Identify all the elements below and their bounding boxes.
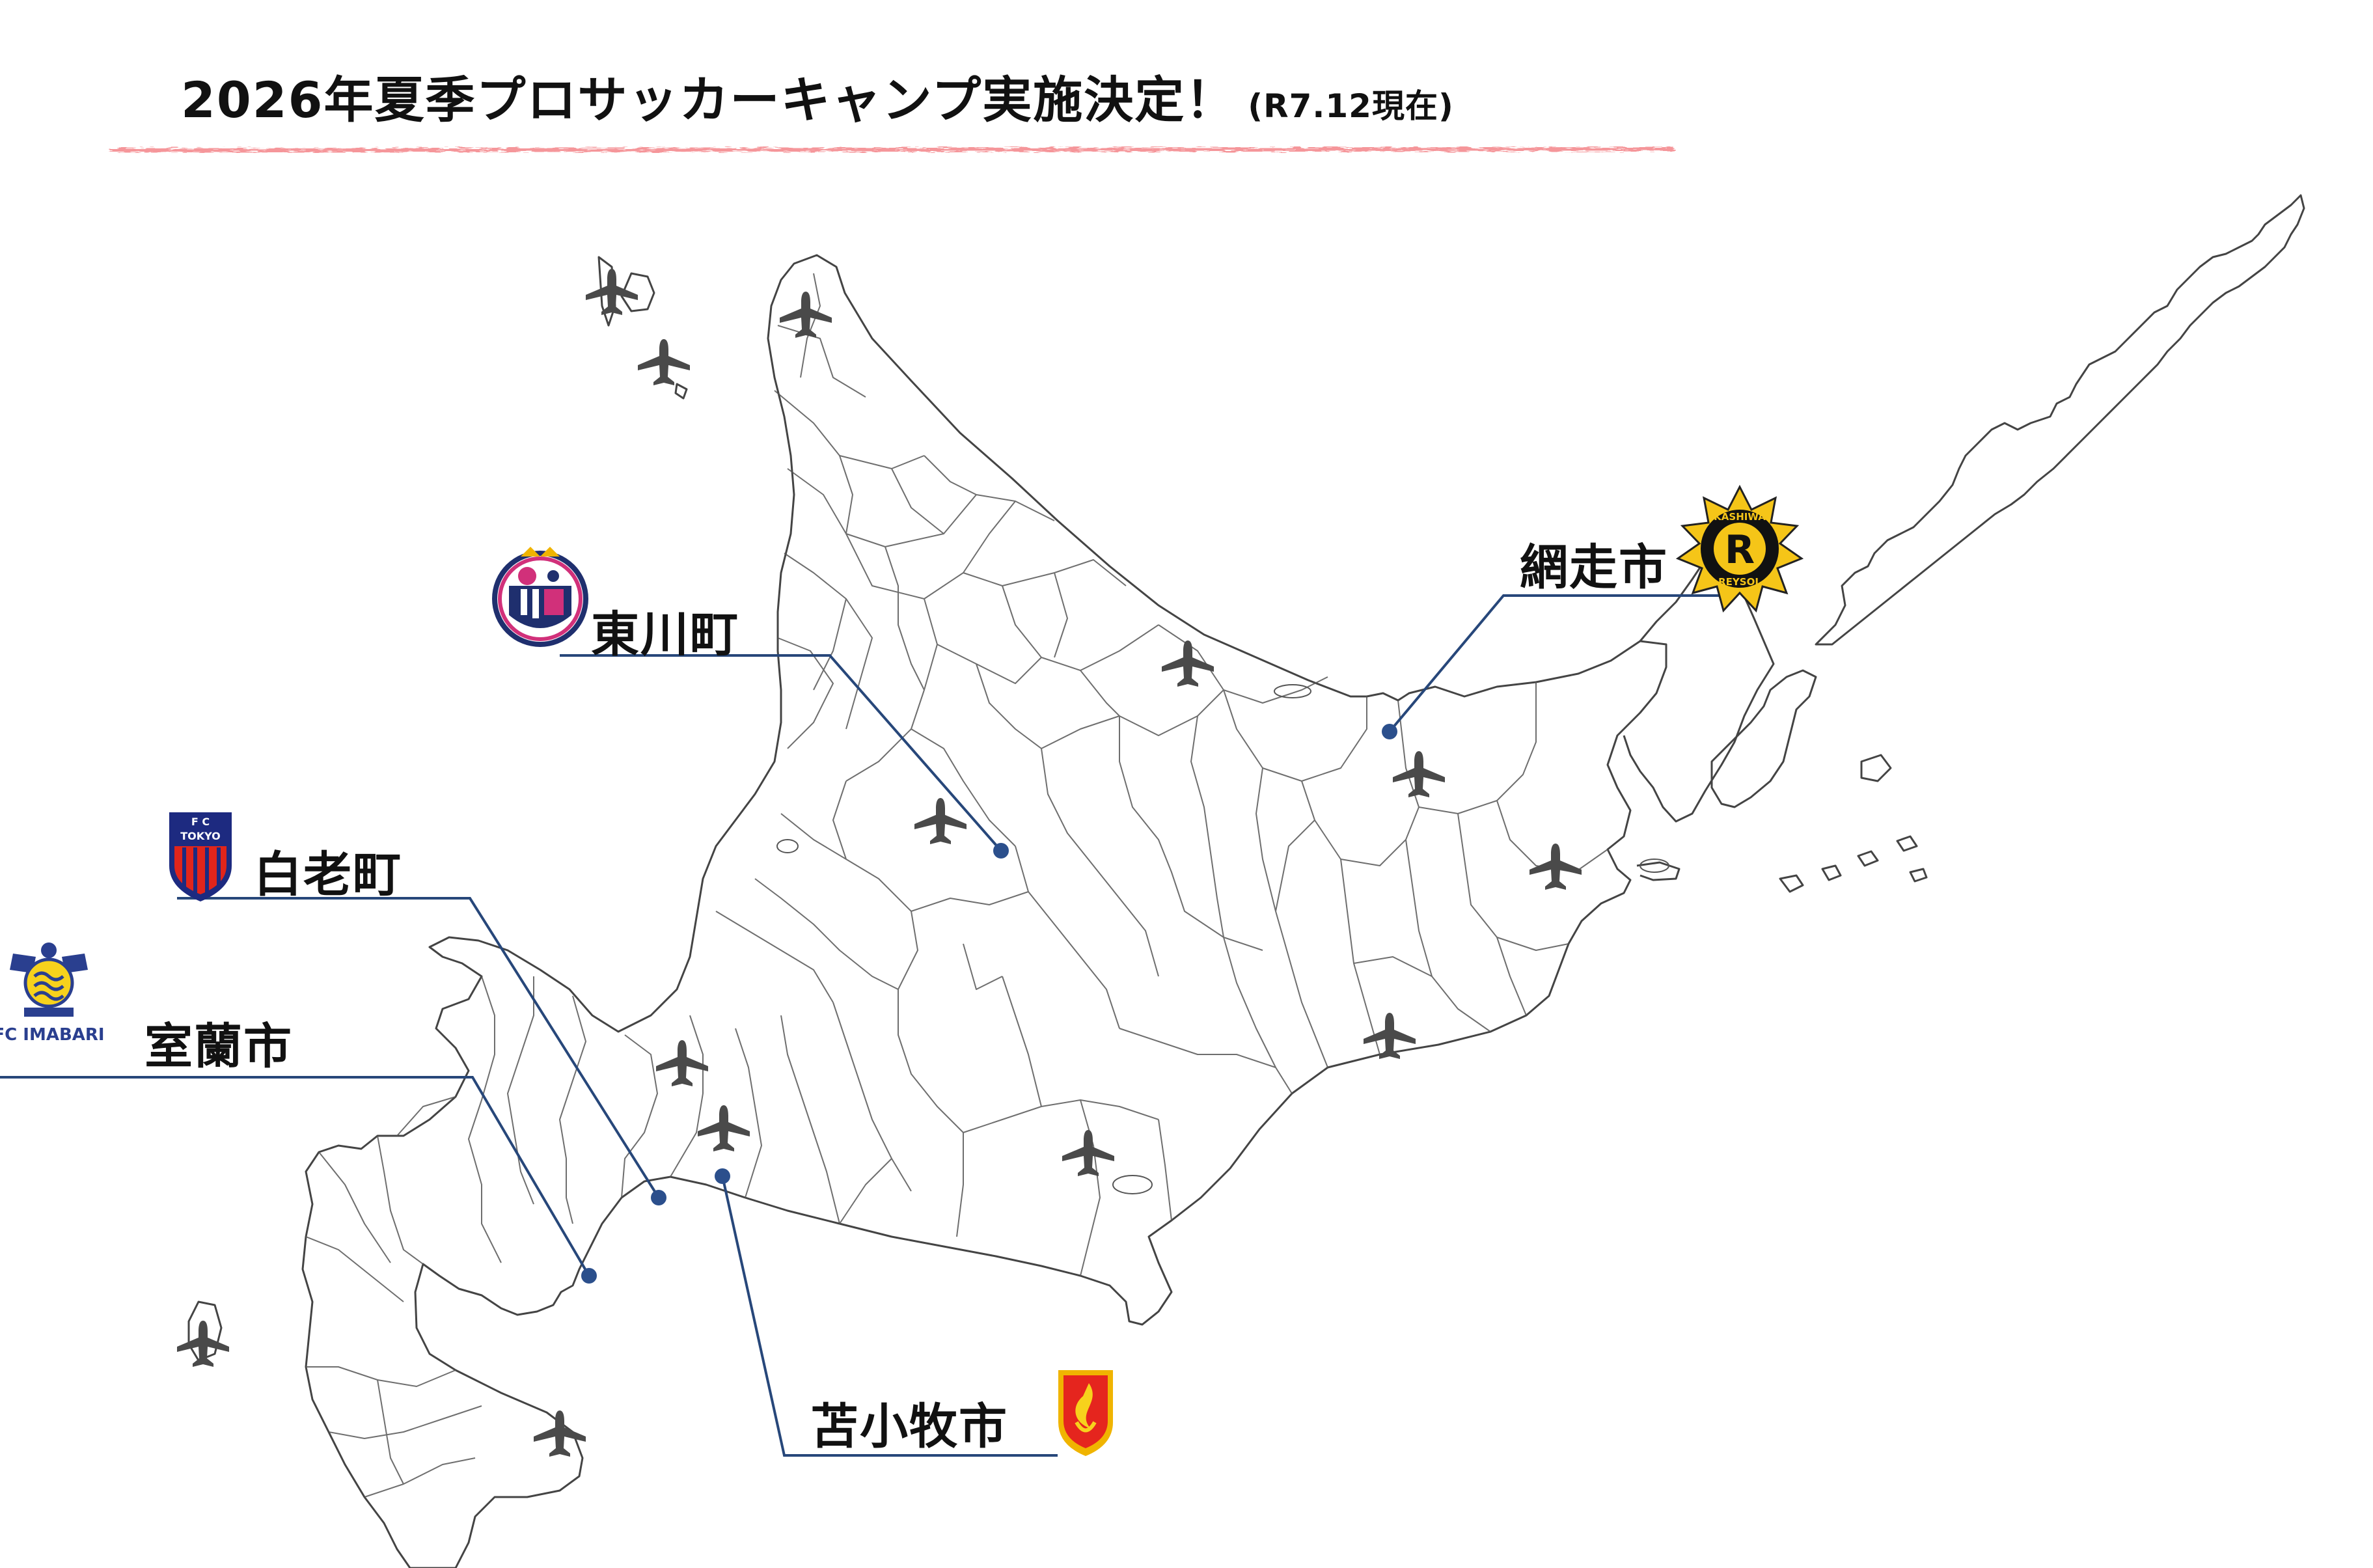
fc-tokyo-emblem-icon: F C TOKYO	[169, 812, 232, 901]
airport-icon	[1364, 1013, 1416, 1059]
fc-imabari-emblem-icon: FC IMABARI	[0, 942, 105, 1045]
page-title: 2026年夏季プロサッカーキャンプ実施決定！ (R7.12現在)	[181, 60, 1454, 131]
airport-icon	[1393, 751, 1445, 797]
airport-icon	[534, 1410, 586, 1457]
airport-icon	[698, 1105, 750, 1151]
fc-imabari-emblem-text: FC IMABARI	[0, 1025, 105, 1045]
city-label-shiraoi: 白老町	[254, 847, 402, 903]
kuril-islands	[1710, 194, 2305, 893]
city-label-higashikawa: 東川町	[591, 607, 739, 663]
page-title-main: 2026年夏季プロサッカーキャンプ実施決定！	[181, 71, 1237, 129]
marker-abashiri[interactable]	[1382, 724, 1397, 739]
marker-tomakomai[interactable]	[715, 1168, 730, 1184]
nemuro-peninsula	[1636, 861, 1680, 881]
city-label-abashiri: 網走市	[1520, 540, 1668, 596]
fc-tokyo-emblem-top: F C	[191, 816, 210, 828]
kunashiri-island	[1710, 669, 1817, 808]
etorofu-island	[1815, 194, 2305, 646]
kashiwa-emblem-letter: R	[1725, 527, 1755, 573]
title-underline	[98, 142, 1684, 152]
leader-lines	[0, 594, 1725, 1457]
leader-line-abashiri	[1388, 594, 1725, 733]
cerezo-osaka-emblem-icon	[492, 547, 588, 647]
page-title-note: (R7.12現在)	[1248, 87, 1454, 125]
hokkaido-coastline	[187, 254, 1775, 1568]
lakes	[776, 684, 1669, 1194]
airport-icon	[1529, 844, 1582, 890]
city-label-tomakomai: 苫小牧市	[810, 1399, 1008, 1455]
marker-higashikawa[interactable]	[993, 843, 1009, 859]
leader-line-higashikawa	[560, 654, 1002, 852]
city-label-muroran: 室蘭市	[144, 1019, 293, 1075]
airport-icon	[914, 798, 967, 844]
teuri-island	[674, 383, 688, 400]
marker-shiraoi[interactable]	[651, 1190, 666, 1205]
leader-line-muroran	[0, 1076, 590, 1277]
airport-icon	[1062, 1130, 1114, 1176]
kashiwa-emblem-top-text: KASHIWA	[1714, 511, 1766, 523]
leader-line-tomakomai	[721, 1176, 1058, 1457]
marker-muroran[interactable]	[581, 1268, 597, 1284]
hokkaido-mainland	[301, 254, 1667, 1568]
airport-icon	[638, 339, 690, 385]
kashiwa-emblem-bottom-text: REYSOL	[1718, 576, 1761, 588]
fc-tokyo-emblem-bottom: TOKYO	[180, 830, 221, 842]
shikotan-island	[1860, 754, 1892, 782]
rishiri-island	[620, 272, 655, 312]
location-markers	[581, 724, 1397, 1284]
kashiwa-reysol-emblem-icon: R KASHIWA REYSOL	[1675, 484, 1804, 613]
leader-line-shiraoi	[177, 897, 660, 1199]
municipal-boundaries	[305, 273, 1608, 1498]
airport-icon	[1162, 640, 1214, 687]
airport-icon	[780, 292, 832, 338]
rebun-island	[597, 256, 616, 327]
nagoya-grampus-emblem-icon	[1058, 1370, 1113, 1456]
